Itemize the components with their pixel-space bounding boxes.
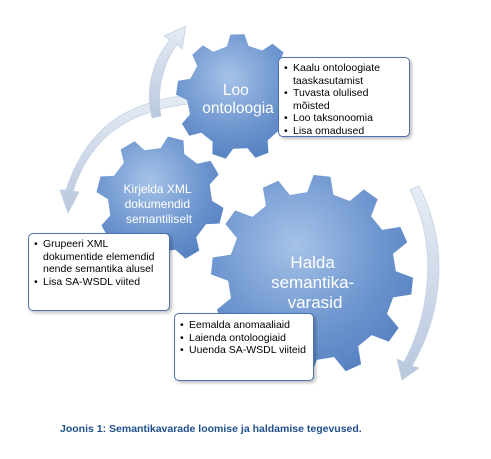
- gear-right-line-2: semantika-: [271, 273, 354, 292]
- gear-left-line-3: semantiliselt: [126, 212, 193, 226]
- gear-top-line-2: ontoloogia: [202, 100, 274, 117]
- gear-right-label: Halda semantika- varasid: [271, 253, 359, 312]
- box-top-item: Tuvasta olulised mõisted: [284, 87, 403, 112]
- box-top-item: Kaalu ontoloogiate taaskasutamist: [284, 62, 403, 87]
- gear-left-line-1: Kirjelda XML: [124, 182, 192, 196]
- box-right-item: Eemalda anomaaliaid: [180, 319, 307, 332]
- box-left-item: Grupeeri XML dokumentide elemendid nende…: [34, 238, 163, 276]
- gear-left: [96, 136, 224, 264]
- box-top-item: Lisa omadused: [284, 125, 403, 138]
- gear-top: [176, 34, 302, 159]
- gear-left-label: Kirjelda XML dokumendid semantiliselt: [124, 182, 195, 226]
- cycle-arrows: [59, 25, 440, 381]
- box-top-item: Loo taksonoomia: [284, 112, 403, 125]
- arrow-left-to-top: [148, 25, 187, 119]
- box-right-item: Laienda ontoloogiaid: [180, 332, 307, 345]
- box-left: Grupeeri XML dokumentide elemendid nende…: [28, 233, 170, 311]
- gear-top-line-1: Loo: [223, 82, 249, 99]
- gear-top-label: Loo ontoloogia: [202, 82, 274, 117]
- box-right-item: Uuenda SA-WSDL viiteid: [180, 344, 307, 357]
- gear-left-line-2: dokumendid: [125, 197, 190, 211]
- gear-right-line-1: Halda: [290, 253, 335, 272]
- box-left-item: Lisa SA-WSDL viited: [34, 276, 163, 289]
- box-right: Eemalda anomaaliaid Laienda ontoloogiaid…: [174, 313, 314, 381]
- figure-caption: Joonis 1: Semantikavarade loomise ja hal…: [60, 423, 362, 435]
- box-top: Kaalu ontoloogiate taaskasutamist Tuvast…: [278, 57, 410, 137]
- arrow-right-side: [396, 185, 440, 381]
- gear-right-line-3: varasid: [288, 293, 343, 312]
